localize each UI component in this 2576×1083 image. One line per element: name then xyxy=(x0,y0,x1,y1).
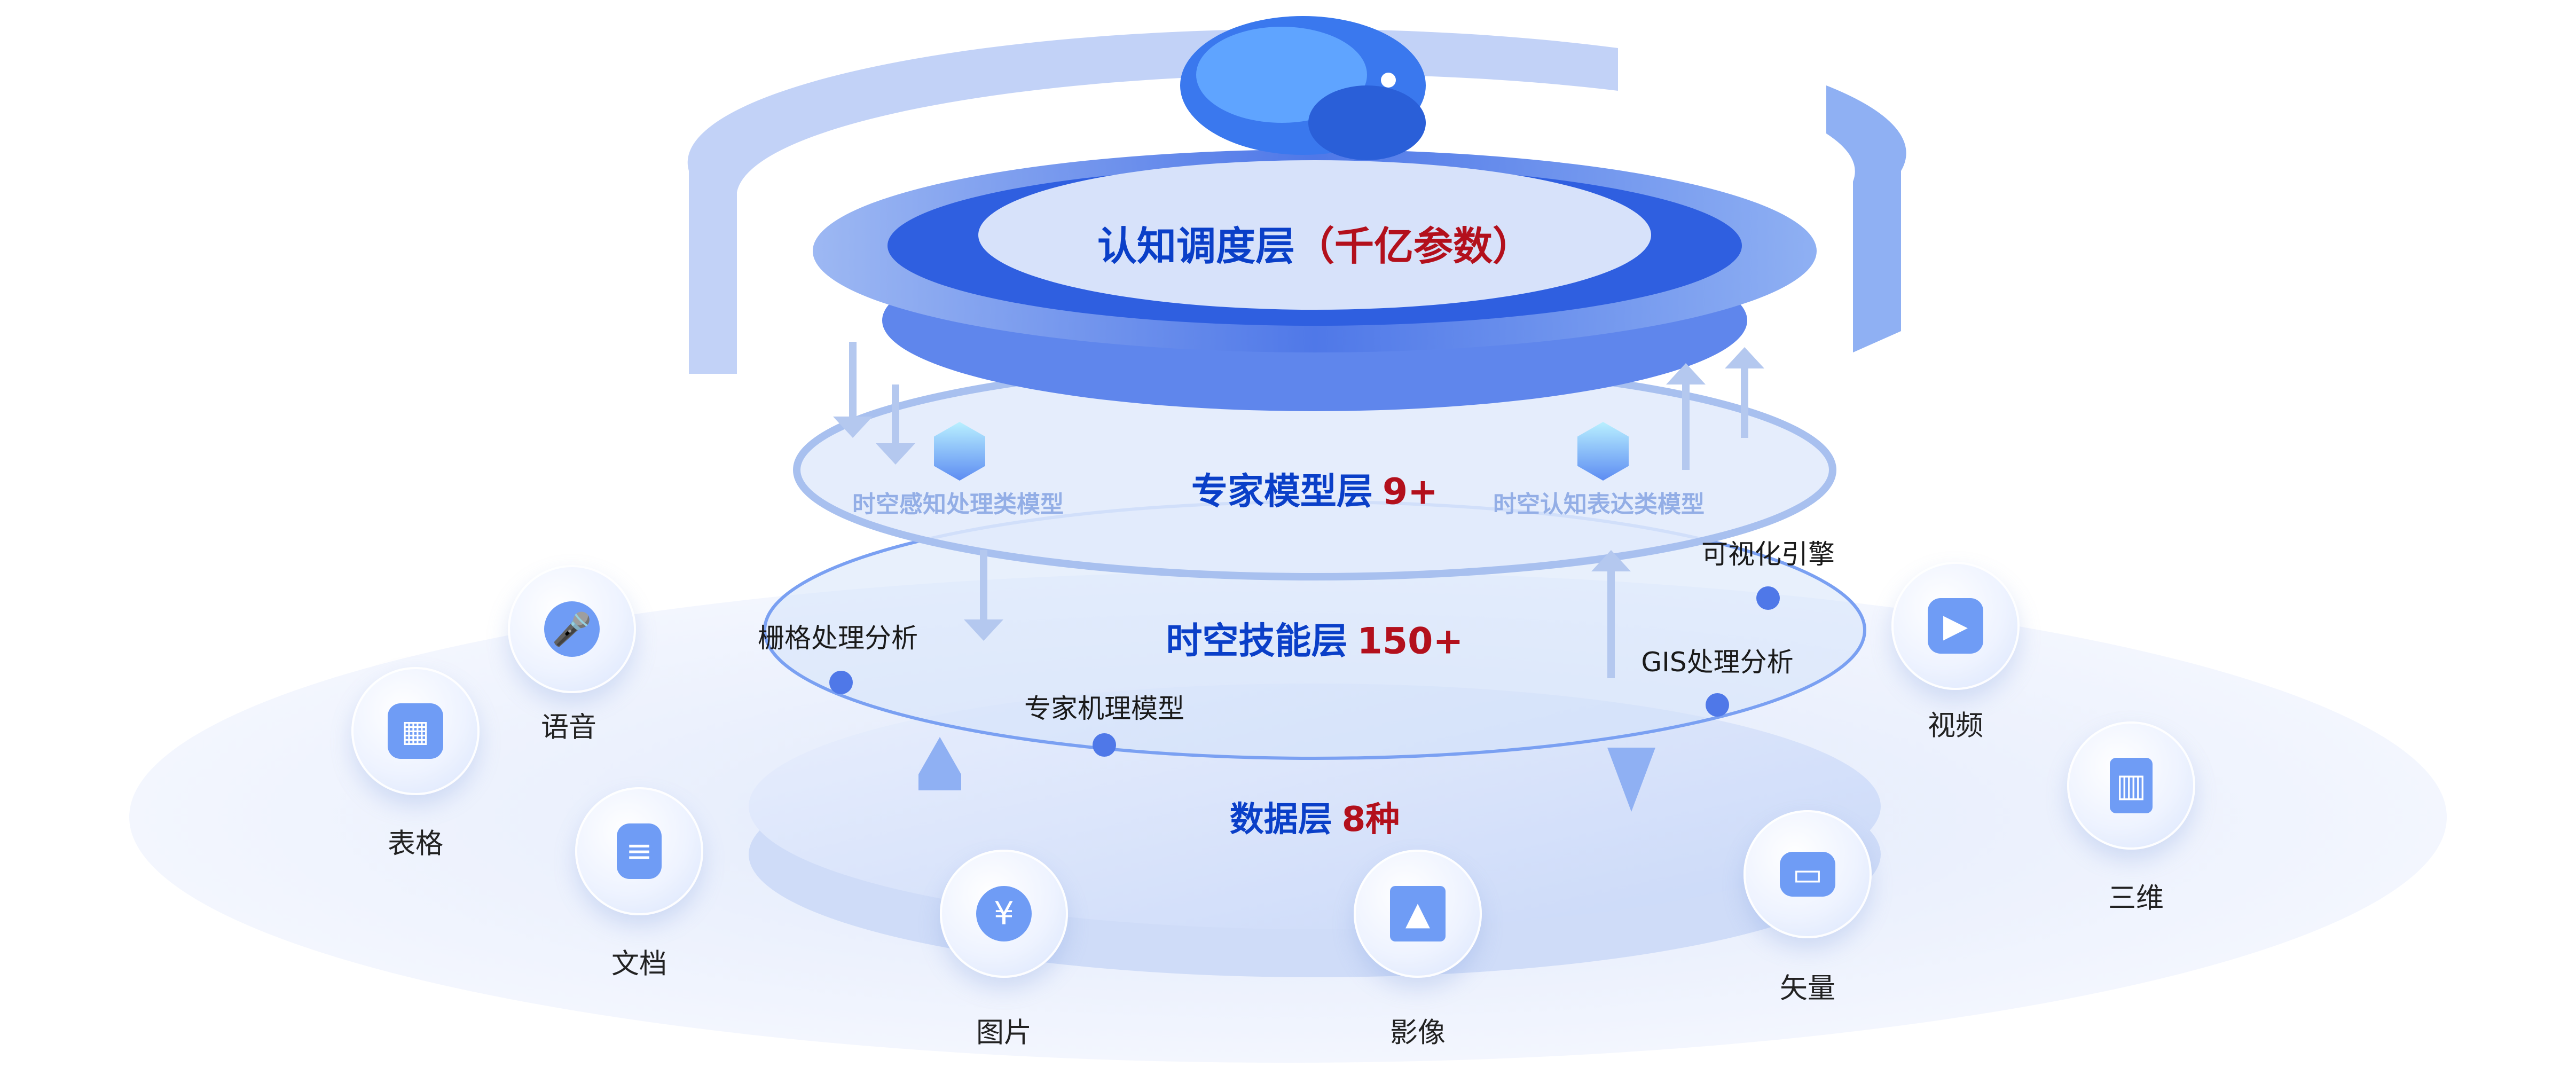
data-type-label: 表格 xyxy=(387,828,444,860)
skill-visualization-engine: 可视化引擎 xyxy=(1701,539,1835,570)
cognitive-layer-disk xyxy=(978,160,1651,310)
data-type-label: 三维 xyxy=(2108,882,2164,915)
perception-model-label: 时空感知处理类模型 xyxy=(852,491,1064,518)
cognitive-layer-name: 认知调度层 xyxy=(1097,223,1295,270)
document-icon: ≡ xyxy=(575,787,703,915)
data-layer-count: 8种 xyxy=(1341,800,1400,839)
data-type-label: 文档 xyxy=(611,948,667,980)
skill-nodes xyxy=(829,586,1780,757)
flow-arrows xyxy=(833,342,1764,812)
brain-icon xyxy=(1180,16,1426,160)
skill-expert-mechanism-model: 专家机理模型 xyxy=(1024,693,1184,724)
skill-layer-name: 时空技能层 xyxy=(1166,620,1348,663)
sim-card-icon: ▥ xyxy=(2067,721,2195,850)
table-icon: ▦ xyxy=(351,667,480,795)
expert-layer-count: 9+ xyxy=(1382,470,1439,513)
data-type-label: 图片 xyxy=(976,1017,1032,1049)
data-type-label: 视频 xyxy=(1927,710,1984,742)
yen-image-icon: ¥ xyxy=(940,850,1068,978)
image-icon: ▲ xyxy=(1354,850,1482,978)
skill-gis-analysis: GIS处理分析 xyxy=(1641,647,1794,678)
wallet-icon: ▭ xyxy=(1743,810,1872,938)
outer-arc-ring-right xyxy=(1826,85,1906,352)
outer-arc-ring xyxy=(687,29,1618,374)
data-type-label: 语音 xyxy=(540,711,597,744)
play-icon: ▶ xyxy=(1891,562,2020,690)
skill-raster-analysis: 栅格处理分析 xyxy=(758,623,918,654)
cognitive-layer-params: （千亿参数） xyxy=(1295,223,1532,270)
cognition-model-label: 时空认知表达类模型 xyxy=(1493,491,1705,518)
data-type-label: 矢量 xyxy=(1779,972,1836,1005)
data-type-label: 影像 xyxy=(1389,1017,1446,1049)
data-layer-name: 数据层 xyxy=(1229,800,1332,839)
microphone-icon: 🎤 xyxy=(508,565,636,693)
skill-layer-count: 150+ xyxy=(1357,620,1464,663)
expert-layer-name: 专家模型层 xyxy=(1191,470,1373,513)
cognitive-layer-title: 认知调度层（千亿参数） xyxy=(1097,215,1532,272)
